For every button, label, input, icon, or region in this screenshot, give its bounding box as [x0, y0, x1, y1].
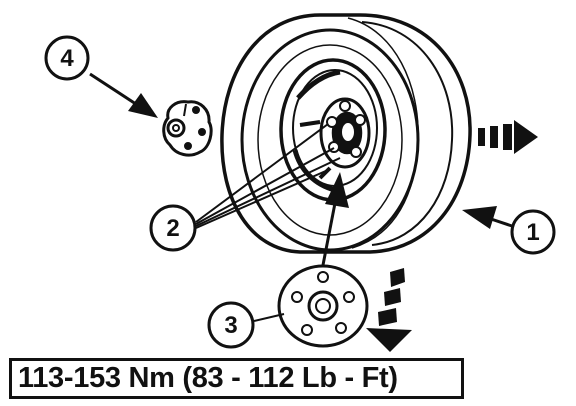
callout-3: 3: [207, 301, 255, 349]
hollow-dashed-arrow-down-left-icon: [366, 268, 412, 352]
svg-text:1: 1: [526, 219, 539, 246]
hub-cap: [162, 100, 213, 157]
hollow-dashed-arrow-right-icon: [478, 120, 538, 154]
callout-1: 1: [510, 209, 556, 255]
callout-2: 2: [149, 204, 197, 252]
lug-nut: [354, 114, 366, 126]
torque-spec-box: 113-153 Nm (83 - 112 Lb - Ft): [9, 358, 464, 399]
callout-4-arrow: [89, 72, 158, 118]
callout-4: 4: [44, 35, 90, 81]
lug-nut: [326, 116, 338, 128]
svg-text:4: 4: [60, 45, 74, 72]
callout-1-arrow: [462, 206, 513, 229]
torque-spec-text: 113-153 Nm (83 - 112 Lb - Ft): [18, 362, 398, 394]
lug-nut: [339, 100, 351, 112]
lug-nut: [350, 146, 362, 158]
callout-2-leaders: [195, 123, 341, 229]
callout-3-leader: [253, 313, 285, 322]
wheel-cover: [277, 264, 369, 348]
svg-text:2: 2: [166, 215, 179, 242]
install-arrow: [321, 172, 349, 266]
svg-text:3: 3: [224, 312, 237, 339]
